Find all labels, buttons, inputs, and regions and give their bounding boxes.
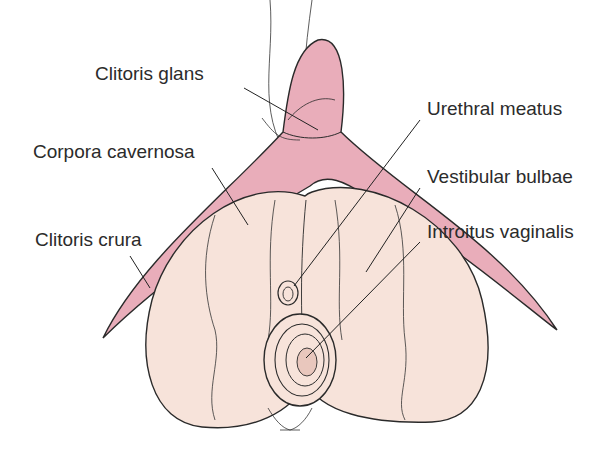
leader-line bbox=[244, 88, 318, 130]
labia-line bbox=[268, 200, 275, 340]
part-label: Clitoris glans bbox=[95, 63, 204, 85]
vaginal-opening bbox=[297, 348, 317, 376]
leader-line bbox=[130, 256, 150, 288]
part-label: Introitus vaginalis bbox=[427, 221, 574, 243]
glans-edge bbox=[283, 132, 341, 138]
labia-line bbox=[395, 205, 406, 420]
leader-line bbox=[366, 188, 420, 272]
vaginal-opening bbox=[264, 314, 336, 406]
vaginal-opening bbox=[275, 324, 329, 396]
skin-line bbox=[280, 430, 300, 431]
part-label: Corpora cavernosa bbox=[33, 141, 195, 163]
leader-line bbox=[306, 242, 420, 358]
labia-line bbox=[335, 200, 342, 340]
leader-line bbox=[212, 168, 248, 225]
part-label: Vestibular bulbae bbox=[427, 166, 573, 188]
skin-line bbox=[262, 118, 300, 140]
part-label: Urethral meatus bbox=[427, 98, 562, 120]
labia-line bbox=[206, 215, 217, 420]
urethral-opening bbox=[283, 287, 293, 301]
skin-line bbox=[268, 408, 312, 430]
vaginal-opening bbox=[286, 334, 324, 386]
part-label: Clitoris crura bbox=[35, 229, 142, 251]
